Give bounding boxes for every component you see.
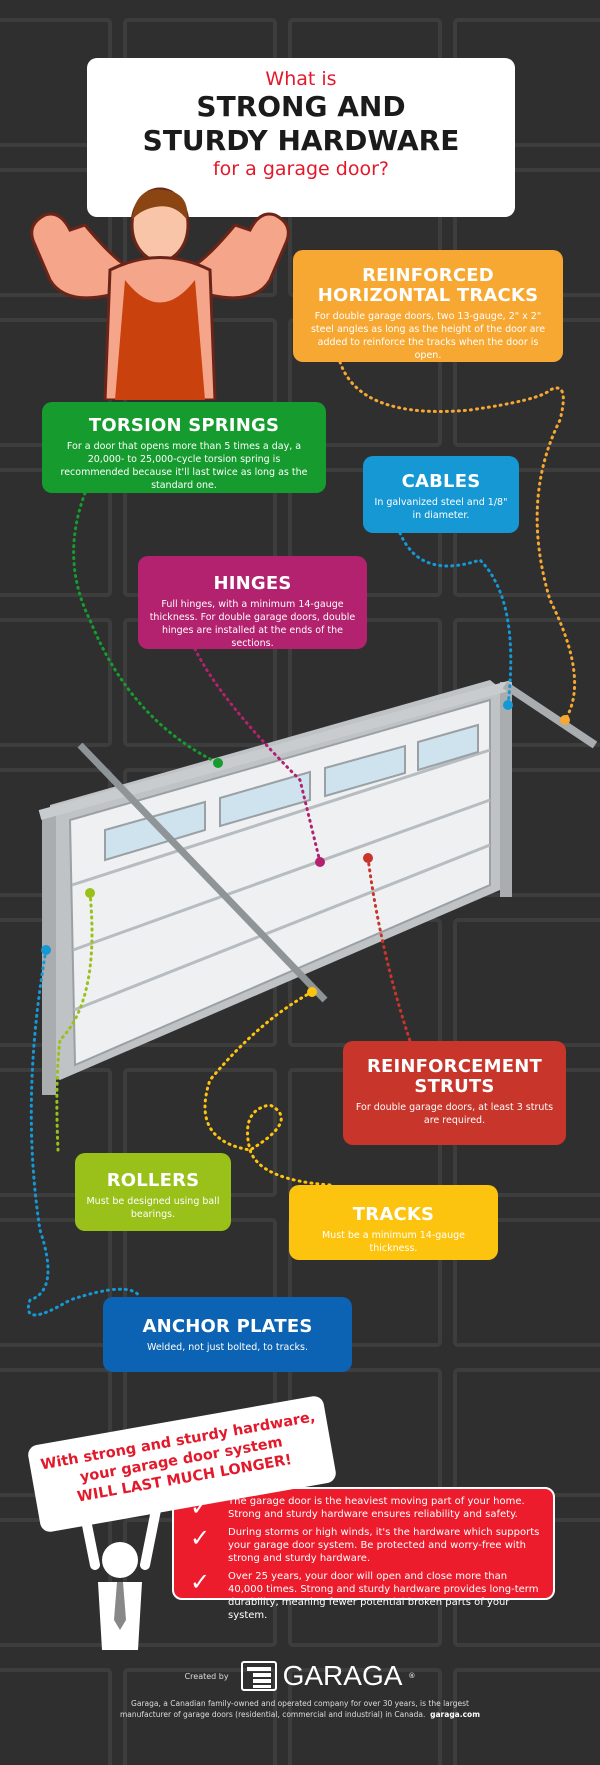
- title-main-1: STRONG AND: [196, 90, 406, 123]
- card-title: CABLES: [401, 471, 481, 492]
- card-text: Welded, not just bolted, to tracks.: [146, 1342, 309, 1353]
- garaga-logo[interactable]: GARAGA ®: [240, 1660, 416, 1692]
- card-torsion-springs: TORSION SPRINGS For a door that opens mor…: [42, 402, 326, 493]
- footer: Created by GARAGA ® Garaga, a Canadian fa…: [0, 1660, 600, 1720]
- grid-tile: [0, 168, 112, 297]
- card-title: REINFORCED HORIZONTAL TRACKS: [317, 265, 539, 306]
- dotted-connector-lines: [27, 360, 577, 1317]
- card-text: Must be designed using ball bearings.: [86, 1196, 220, 1220]
- grid-tile: [288, 1668, 442, 1765]
- strongman-illustration: [30, 187, 290, 400]
- company-description: Garaga, a Canadian family-owned and oper…: [119, 1699, 469, 1719]
- grid-tile: [0, 1668, 112, 1765]
- benefit-item: ✓The garage door is the heaviest moving …: [190, 1493, 525, 1521]
- card-text: Must be a minimum 14-gauge thickness.: [321, 1230, 465, 1254]
- card-hinges: HINGES Full hinges, with a minimum 14-gau…: [138, 556, 367, 649]
- card-text: Full hinges, with a minimum 14-gauge thi…: [149, 599, 356, 649]
- card-title: HINGES: [213, 573, 292, 594]
- benefit-item: ✓Over 25 years, your door will open and …: [190, 1568, 539, 1621]
- card-title: TRACKS: [352, 1204, 435, 1225]
- created-by-label: Created by: [184, 1671, 229, 1681]
- brand-name: GARAGA: [282, 1660, 403, 1691]
- card-reinforced-horizontal-tracks: REINFORCED HORIZONTAL TRACKS For double g…: [293, 250, 563, 362]
- card-reinforcement-struts: REINFORCEMENT STRUTS For double garage do…: [343, 1041, 566, 1145]
- grid-tile: [453, 1668, 600, 1765]
- card-rollers: ROLLERS Must be designed using ball beari…: [75, 1153, 231, 1231]
- card-title: ANCHOR PLATES: [142, 1316, 313, 1337]
- grid-tile: [123, 1668, 277, 1765]
- title-line-garage: for a garage door?: [212, 158, 389, 180]
- checkmark-icon: ✓: [190, 1524, 211, 1552]
- card-text: For a door that opens more than 5 times …: [60, 441, 308, 491]
- website-link[interactable]: garaga.com: [430, 1710, 481, 1719]
- registered-mark: ®: [408, 1672, 416, 1680]
- checkmark-icon: ✓: [190, 1568, 211, 1596]
- card-text: For double garage doors, two 13-gauge, 2…: [310, 311, 546, 361]
- card-cables: CABLES In galvanized steel and 1/8" in di…: [363, 456, 519, 533]
- garaga-logo-icon: [240, 1661, 277, 1691]
- card-tracks: TRACKS Must be a minimum 14-gauge thickne…: [289, 1185, 498, 1260]
- grid-tile: [453, 618, 600, 747]
- benefits-box: ✓The garage door is the heaviest moving …: [172, 1487, 555, 1621]
- card-title: TORSION SPRINGS: [88, 415, 280, 436]
- title-line-what-is: What is: [265, 68, 337, 90]
- card-title: REINFORCEMENT STRUTS: [366, 1056, 543, 1097]
- grid-tile: [0, 618, 112, 747]
- grid-tile: [0, 1218, 112, 1347]
- grid-tile: [453, 1218, 600, 1347]
- card-text: In galvanized steel and 1/8" in diameter…: [374, 497, 508, 521]
- card-text: For double garage doors, at least 3 stru…: [355, 1102, 554, 1126]
- title-main-2: STURDY HARDWARE: [142, 124, 460, 157]
- card-title: ROLLERS: [106, 1170, 200, 1191]
- grid-tile: [0, 468, 112, 597]
- benefit-item: ✓During storms or high winds, it's the h…: [190, 1524, 540, 1564]
- card-anchor-plates: ANCHOR PLATES Welded, not just bolted, to…: [103, 1297, 352, 1372]
